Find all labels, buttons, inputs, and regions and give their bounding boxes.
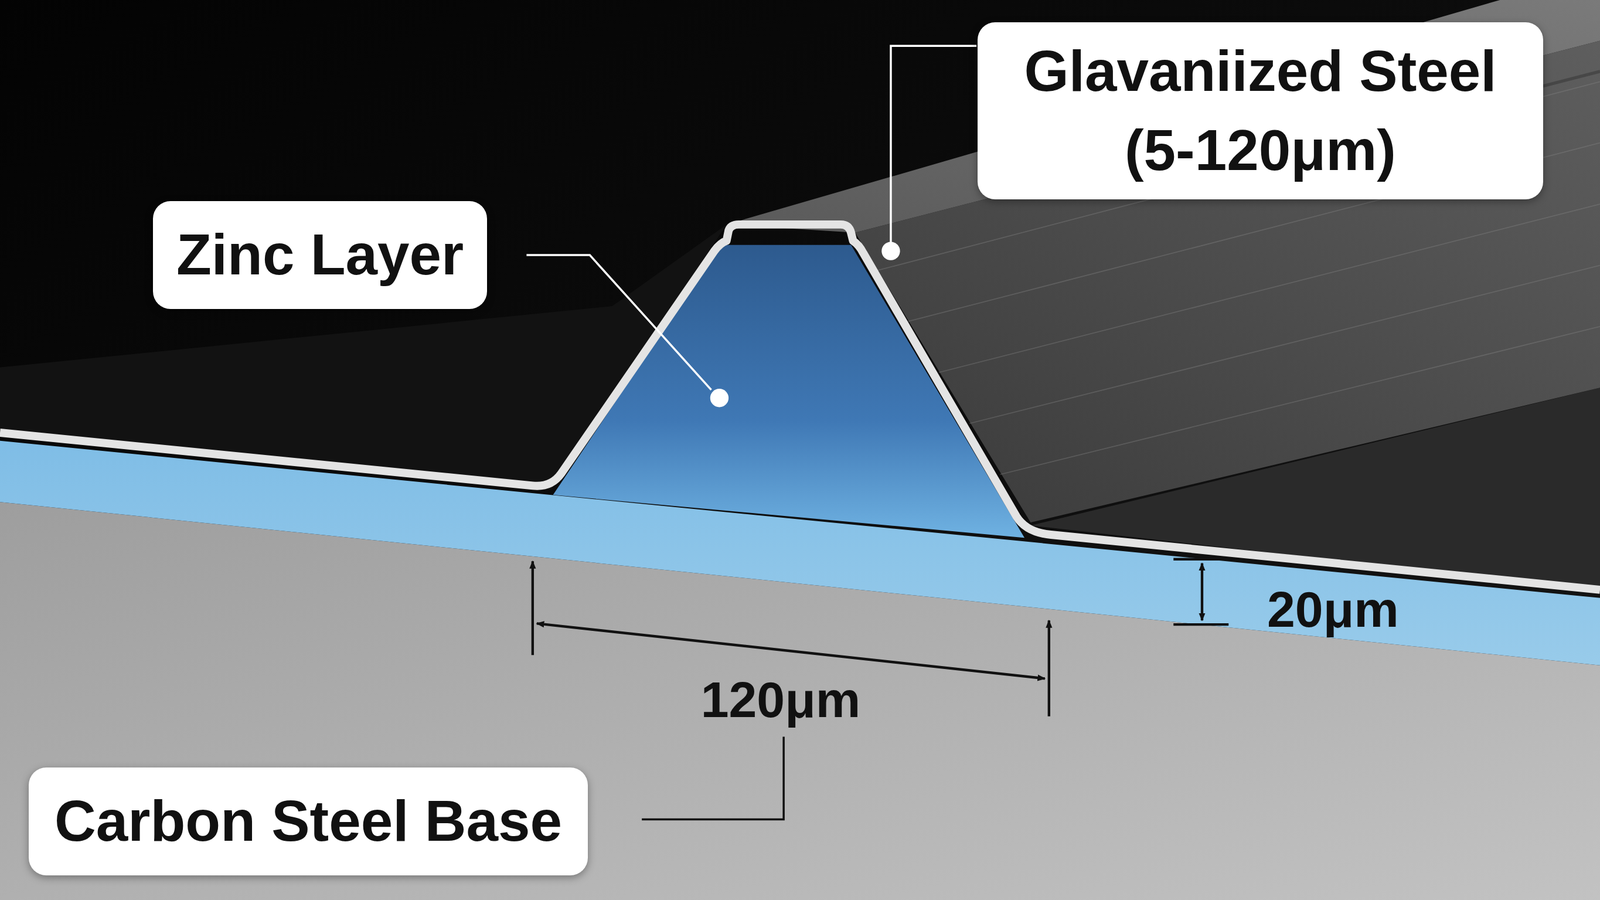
callout-text: Carbon Steel Base [54, 786, 563, 856]
leader-dot [881, 241, 900, 260]
dimension-arrow [536, 623, 1045, 679]
zinc-ridge-interior [553, 244, 1025, 538]
dimension-tick [531, 560, 534, 655]
leader-line [526, 254, 711, 390]
dimension-tick [1173, 623, 1229, 626]
callout-text: Glavaniized Steel (5-120μm) [995, 31, 1526, 190]
dimension-tick [1047, 620, 1051, 717]
texture-line [969, 264, 1600, 424]
callout-box: Carbon Steel Base [28, 767, 588, 876]
leader-line [890, 45, 977, 243]
leader-line [641, 736, 784, 820]
dimension-label: 120μm [700, 670, 861, 729]
texture-line [999, 326, 1600, 475]
dimension-arrow [1200, 563, 1204, 621]
callout-text: Zinc Layer [176, 220, 464, 290]
dimension-tick [1173, 557, 1229, 561]
callout-box: Zinc Layer [152, 201, 488, 309]
texture-line [938, 203, 1600, 373]
dimension-label: 20μm [1267, 580, 1399, 639]
leader-dot [710, 388, 729, 407]
callout-box: Glavaniized Steel (5-120μm) [977, 22, 1544, 200]
ridge-top-face [726, 0, 1600, 233]
